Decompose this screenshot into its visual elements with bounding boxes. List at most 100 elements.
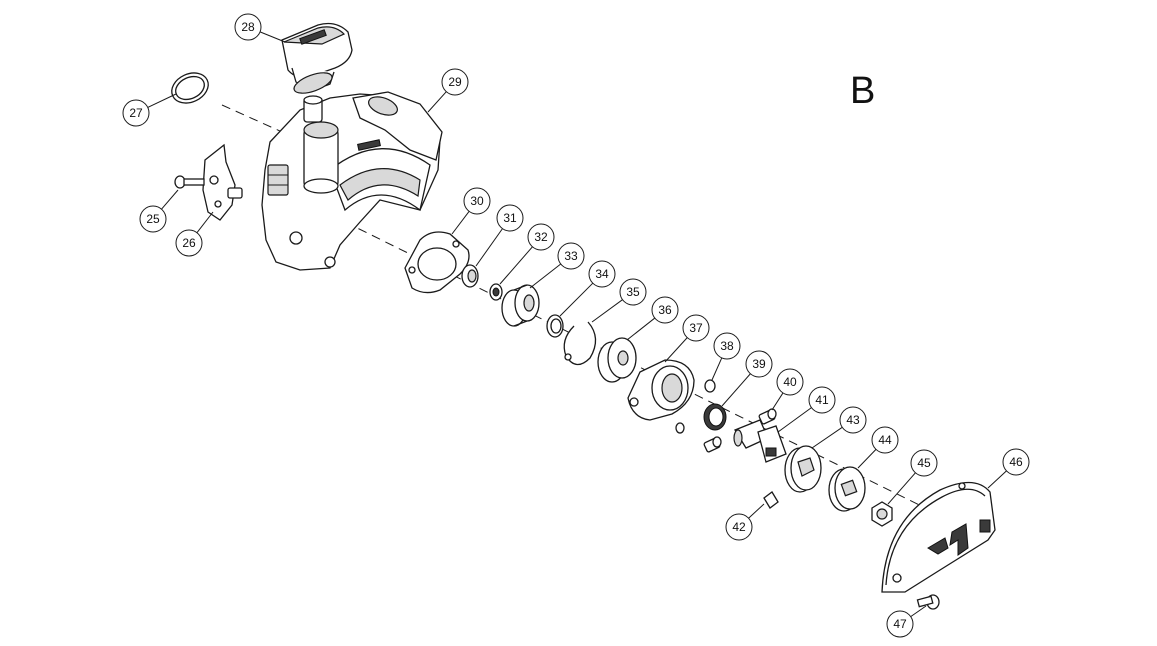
callout-leader-line [475,228,503,267]
callout-31: 31 [475,204,524,267]
callout-bubble [496,204,524,232]
callout-41: 41 [777,386,836,433]
callout-number: 45 [917,456,931,470]
callout-bubble [886,610,914,638]
callout-number: 37 [689,321,703,335]
callout-29: 29 [427,68,469,113]
part-27-o-ring [171,72,209,104]
callout-bubble [745,350,773,378]
callout-47: 47 [886,605,927,638]
callout-42: 42 [725,503,765,541]
callout-bubble [839,406,867,434]
callout-bubble [776,368,804,396]
callout-number: 41 [815,393,829,407]
callout-44: 44 [857,426,899,469]
callout-38: 38 [711,332,741,381]
part-45-nut [871,501,893,527]
callout-45: 45 [887,449,938,505]
callout-bubble [651,296,679,324]
callout-leader-line [559,282,594,317]
callout-leader-line [771,392,784,411]
callout-bubble [441,68,469,96]
callout-leader-line [161,189,179,210]
callout-number: 43 [846,413,860,427]
callout-bubble [139,205,167,233]
callout-leader-line [427,91,447,113]
callout-bubble [682,314,710,342]
callout-leader-line [664,337,688,363]
callout-bubble [713,332,741,360]
callout-bubble [234,13,262,41]
callout-leader-line [499,246,533,285]
callout-30: 30 [451,187,491,235]
callout-leader-line [811,426,843,449]
callout-bubble [588,260,616,288]
callout-number: 35 [626,285,640,299]
callout-leader-line [721,373,751,407]
callout-bubble [175,229,203,257]
callout-43: 43 [811,406,867,449]
callout-leader-line [529,263,562,289]
callout-bubble [871,426,899,454]
part-44-outer-flange [828,466,866,512]
callout-32: 32 [499,223,555,285]
callout-leader-line [857,449,877,469]
part-25-screw [174,175,205,189]
callout-25: 25 [139,189,179,233]
part-37-bearing-housing [627,359,695,421]
callout-bubble [619,278,647,306]
callout-number: 40 [783,375,797,389]
callout-number: 44 [878,433,892,447]
callout-37: 37 [664,314,710,363]
callout-leader-line [711,357,723,381]
part-28-cap [281,22,353,94]
callout-leader-line [748,503,765,519]
callout-bubble [527,223,555,251]
callout-leader-line [987,470,1007,489]
callout-number: 38 [720,339,734,353]
callout-number: 30 [470,194,484,208]
part-32-ring [489,283,503,301]
callout-number: 31 [503,211,517,225]
part-30-gasket [404,231,470,294]
callout-number: 42 [732,520,746,534]
callout-leader-line [147,93,177,108]
part-47-screw [916,594,940,610]
callout-36: 36 [626,296,679,341]
part-42-key [763,491,779,509]
callout-bubble [808,386,836,414]
callout-number: 39 [752,357,766,371]
section-label: B [850,70,875,112]
callout-leader-line [777,407,812,433]
callout-number: 32 [534,230,548,244]
callout-number: 27 [129,106,143,120]
part-38-nut [675,379,716,434]
callout-bubble [910,449,938,477]
callout-bubble [1002,448,1030,476]
callout-leader-line [196,211,214,234]
callout-number: 36 [658,303,672,317]
callout-bubble [463,187,491,215]
callout-number: 47 [893,617,907,631]
part-36-spacer [597,337,637,383]
callout-39: 39 [721,350,773,407]
part-43-flange [784,445,822,493]
callout-number: 28 [241,20,255,34]
callout-leader-line [887,472,916,505]
callout-number: 46 [1009,455,1023,469]
callout-leader-line [259,31,286,43]
callout-group: 2526272829303132333435363738394041424344… [122,13,1030,638]
callout-40: 40 [771,368,804,411]
callout-number: 34 [595,267,609,281]
callout-33: 33 [529,242,585,289]
callout-35: 35 [591,278,647,323]
callout-leader-line [910,605,927,618]
callout-bubble [557,242,585,270]
callout-46: 46 [987,448,1030,489]
part-31-bearing [461,264,479,288]
part-46-blade-guard-cover [881,481,996,593]
callout-number: 29 [448,75,462,89]
part-33-bearing [501,284,540,327]
part-26-bracket [202,143,243,221]
